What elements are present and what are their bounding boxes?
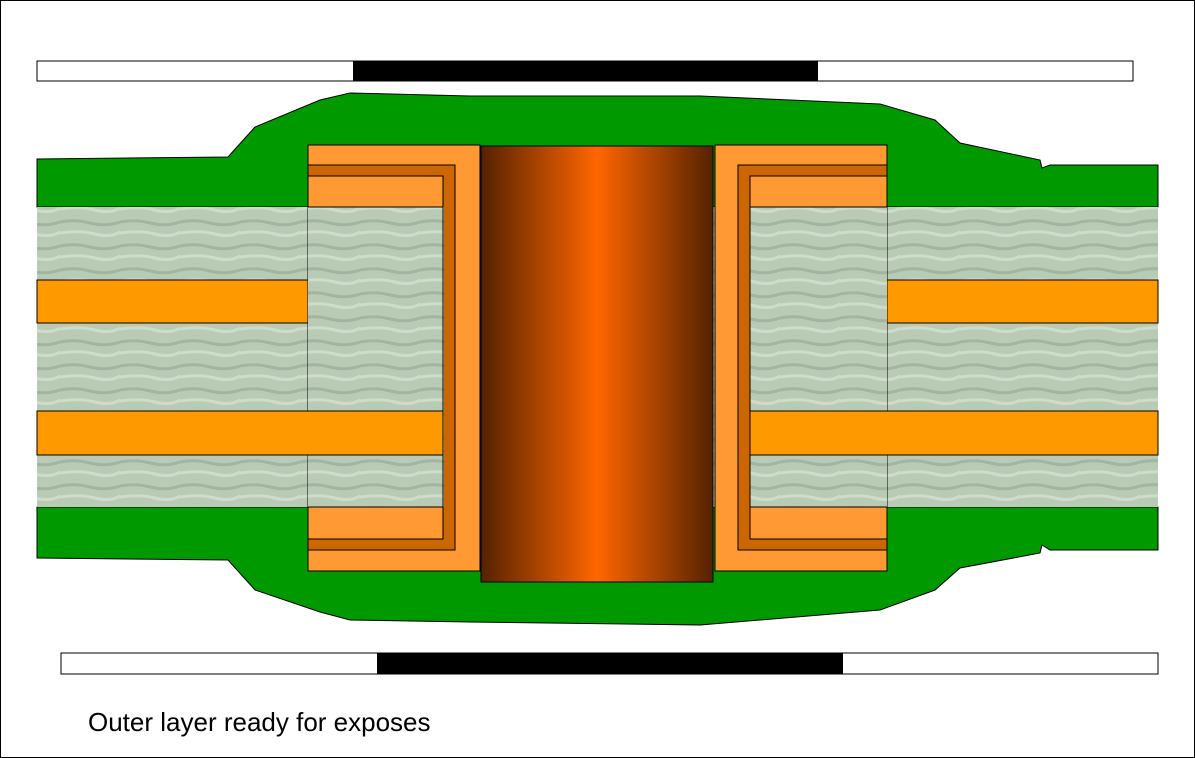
- top-phototool-opaque: [353, 61, 818, 81]
- left-plating: [36, 144, 481, 572]
- bottom-phototool: [60, 652, 1159, 675]
- caption: Outer layer ready for exposes: [88, 707, 431, 737]
- plated-barrel: [480, 145, 714, 583]
- bottom-phototool-opaque: [377, 653, 843, 674]
- top-phototool: [36, 60, 1134, 82]
- right-plating: [714, 144, 1159, 572]
